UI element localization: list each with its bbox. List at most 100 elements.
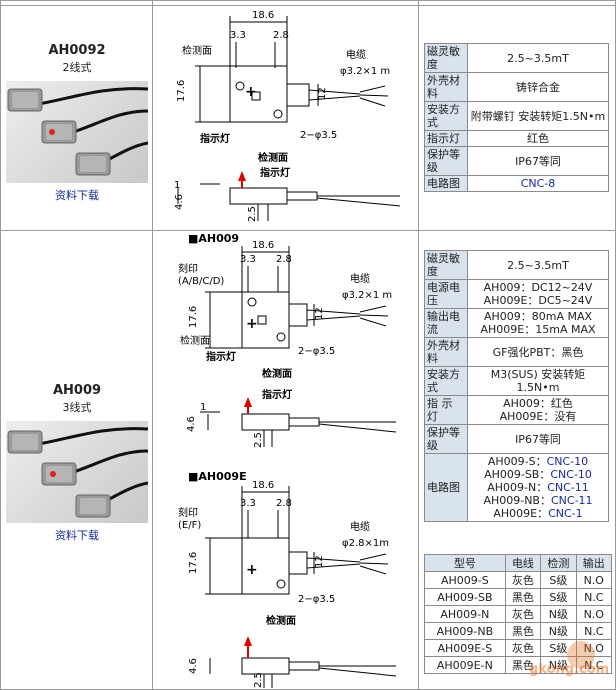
watermark-logo: gkong.com [529, 641, 609, 677]
spec-key: 电路图 [424, 175, 468, 192]
label-side-detect: 检测面 [258, 151, 288, 164]
circuit-link[interactable]: CNC-8 [520, 177, 556, 190]
circuit-item: AH009-N：CNC-11 [470, 481, 606, 494]
drawing-title: ■AH009E [188, 470, 247, 483]
dimension-drawing-ah009: + ■AH009 18.6 3.3 2.8 刻印 (A/B/C/D) 电缆 φ3… [178, 232, 397, 448]
side-height: 4.6 [174, 194, 185, 210]
circuit-model: AH009-SB： [484, 468, 551, 481]
spec-key: 保护等级 [424, 146, 468, 176]
row-divider-mid [0, 230, 616, 231]
product-ah0092: AH0092 2线式 资料下载 [2, 43, 152, 203]
circuit-item: AH009E：CNC-1 [470, 507, 606, 520]
label-mark-sub: (E/F) [178, 520, 201, 531]
spec-key: 安装方式 [424, 101, 468, 131]
spec-key: 磁灵敏度 [424, 43, 468, 73]
table-cell: N.C [575, 622, 613, 640]
table-cell: N级 [540, 656, 577, 674]
spec-key: 安装方式 [424, 366, 468, 396]
download-link[interactable]: 资料下载 [55, 529, 99, 542]
spec-value[interactable]: CNC-8 [467, 175, 609, 192]
spec-key: 外壳材料 [424, 337, 468, 367]
circuit-model: AH009-N： [487, 481, 548, 494]
table-cell: N级 [540, 605, 577, 623]
table-cell: AH009-S [424, 571, 506, 589]
table-cell: AH009-SB [424, 588, 506, 606]
spec-row: 电路图 CNC-8 [424, 175, 609, 192]
dim-b: 2.8 [273, 30, 289, 41]
spec-key: 指 示 灯 [424, 395, 468, 425]
spec-value: IP67等同 [467, 146, 609, 176]
spec-key: 外壳材料 [424, 72, 468, 102]
label-cable: 电缆 [350, 520, 370, 533]
spec-value: 附带螺钉 安装转矩1.5N•m [467, 101, 609, 131]
circuit-link[interactable]: CNC-1 [548, 507, 583, 520]
spec-value: 2.5~3.5mT [467, 43, 609, 73]
circuit-link[interactable]: CNC-10 [550, 468, 592, 481]
side-width: 2.5 [247, 206, 258, 222]
spec-value: AH009：红色 AH009E：没有 [467, 395, 609, 425]
label-side-indicator: 指示灯 [260, 166, 290, 179]
table-cell: N级 [540, 622, 577, 640]
spec-value: M3(SUS) 安装转矩 1.5N•m [467, 366, 609, 396]
table-cell: AH009-N [424, 605, 506, 623]
dimension-drawing-ah009e: + ■AH009E 18.6 3.3 2.8 刻印 (E/F) 电缆 φ2.8×… [178, 470, 397, 688]
cable-spec: φ2.8×1m [342, 538, 389, 549]
spec-key: 电路图 [424, 453, 468, 522]
product-ah009: AH009 3线式 资料下载 [2, 383, 152, 543]
spec-row: 指示灯红色 [424, 130, 609, 147]
model-name: AH0092 [48, 43, 106, 58]
label-indicator: 指示灯 [206, 350, 236, 363]
watermark-text: gkong.com [529, 662, 609, 677]
dim-holes: 2−φ3.5 [298, 594, 335, 605]
dim-b: 2.8 [276, 254, 292, 265]
side-height: 4.6 [186, 416, 197, 432]
dim-total-width: 18.6 [252, 480, 274, 491]
dim-a: 3.3 [240, 254, 256, 265]
spec-value: 2.5~3.5mT [467, 250, 609, 280]
side-height: 4.6 [188, 658, 199, 674]
circuit-item: AH009-SB：CNC-10 [470, 468, 606, 481]
spec-key: 电源电压 [424, 279, 468, 309]
label-cable: 电缆 [350, 272, 370, 285]
spec-value: IP67等同 [467, 424, 609, 454]
label-detect-face: 检测面 [180, 334, 210, 347]
dim-total-width: 18.6 [252, 10, 274, 21]
side-1: 1 [174, 180, 180, 191]
model-table-header: 型号 [424, 554, 506, 572]
circuit-link[interactable]: CNC-11 [550, 494, 593, 507]
label-mark: 刻印 [178, 262, 198, 275]
table-cell: S级 [540, 588, 577, 606]
circuit-model: AH009-S： [487, 455, 547, 468]
cable-spec: φ3.2×1 m [340, 66, 390, 77]
dim-12: 12 [317, 87, 328, 100]
spec-value: AH009：80mA MAX AH009E：15mA MAX [467, 308, 609, 338]
circuit-link[interactable]: CNC-10 [546, 455, 589, 468]
table-cell: 黑色 [504, 588, 542, 606]
cable-spec: φ3.2×1 m [342, 290, 392, 301]
spec-key: 磁灵敏度 [424, 250, 468, 280]
dim-12: 12 [314, 555, 325, 568]
table-cell: S级 [540, 571, 577, 589]
download-link[interactable]: 资料下载 [55, 189, 99, 202]
table-cell: N.O [575, 605, 613, 623]
model-table-header: 电线 [504, 554, 542, 572]
table-cell: 灰色 [504, 571, 542, 589]
circuit-model: AH009-NB： [483, 494, 551, 507]
svg-text:+: + [246, 562, 258, 578]
svg-text:+: + [245, 84, 257, 100]
circuit-link[interactable]: CNC-11 [547, 481, 589, 494]
